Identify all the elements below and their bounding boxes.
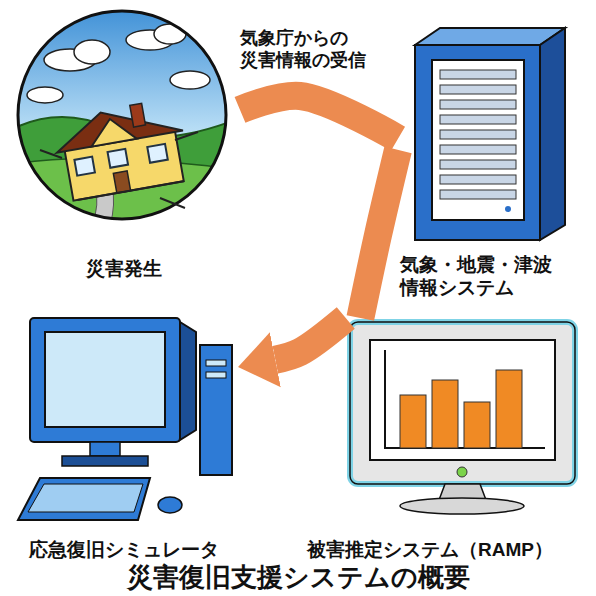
node-label: 応急復旧シミュレータ — [29, 539, 219, 562]
title-wrap: 災害復旧支援システムの概要 — [0, 563, 596, 592]
disaster-scene — [10, 5, 240, 225]
system-node: 応急復旧シミュレータ — [8, 300, 240, 562]
edge-label-wrap: 気象庁からの 災害情報の受信 — [238, 28, 398, 71]
flow-arrow — [275, 318, 345, 360]
edge-label: 気象庁からの 災害情報の受信 — [238, 28, 398, 71]
node-label: 気象・地震・津波情報システム — [400, 254, 560, 300]
server-icon — [415, 28, 565, 240]
system-node: 災害発生 — [8, 5, 240, 281]
computer-icon — [18, 318, 232, 520]
system-node: 気象・地震・津波情報システム — [398, 22, 568, 300]
node-label: 災害発生 — [86, 258, 162, 281]
system-node: 被害推定システム（RAMP） — [268, 318, 592, 562]
monitor-icon — [350, 322, 575, 514]
flow-arrow — [360, 150, 398, 318]
node-label: 被害推定システム（RAMP） — [307, 539, 553, 562]
flow-arrow — [240, 96, 398, 139]
diagram-title: 災害復旧支援システムの概要 — [0, 563, 596, 592]
